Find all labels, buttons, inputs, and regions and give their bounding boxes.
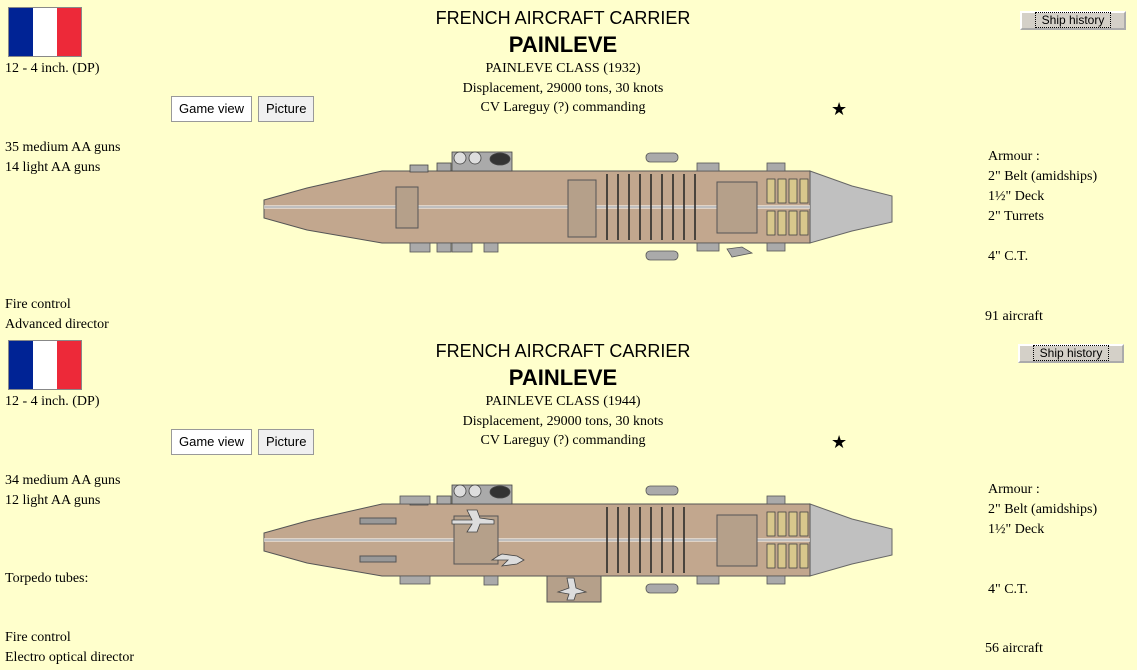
game-view-button[interactable]: Game view <box>171 96 253 122</box>
fire-control-value: Advanced director <box>5 317 109 332</box>
armour-title: Armour : <box>988 149 1040 164</box>
armour-deck: 1½" Deck <box>988 522 1045 537</box>
main-armament: 12 - 4 inch. (DP) <box>5 61 100 76</box>
aircraft-count: 91 aircraft <box>985 309 1043 324</box>
ship-class: PAINLEVE CLASS (1932) <box>485 61 641 76</box>
aa-medium: 34 medium AA guns <box>5 473 121 488</box>
game-view-button[interactable]: Game view <box>171 429 253 455</box>
forward-guns-icon <box>766 511 809 569</box>
fire-control-label: Fire control <box>5 297 71 312</box>
arrester-wires-icon <box>606 174 696 240</box>
armour-belt: 2" Belt (amidships) <box>988 169 1098 184</box>
ship-name: PAINLEVE <box>508 32 618 57</box>
island-icon <box>409 484 513 506</box>
main-armament: 12 - 4 inch. (DP) <box>5 394 100 409</box>
ship-name: PAINLEVE <box>508 365 618 390</box>
fire-control-label: Fire control <box>5 630 71 645</box>
fire-control-value: Electro optical director <box>5 650 135 665</box>
bow-icon <box>809 170 893 244</box>
aa-medium: 35 medium AA guns <box>5 140 121 155</box>
aa-light: 14 light AA guns <box>5 160 101 175</box>
ship-panel-1944: 12 - 4 inch. (DP) FRENCH AIRCRAFT CARRIE… <box>0 333 1137 668</box>
ship-profile-1932 <box>263 151 893 261</box>
ship-type: FRENCH AIRCRAFT CARRIER <box>435 341 691 361</box>
armour-ct: 4" C.T. <box>988 249 1029 264</box>
star-icon: ★ <box>831 99 848 119</box>
french-flag-icon <box>8 7 82 57</box>
ship-profile-1944 <box>263 484 893 603</box>
armour-turrets: 2" Turrets <box>988 209 1044 224</box>
armour-deck: 1½" Deck <box>988 189 1045 204</box>
ship-history-label: Ship history <box>1034 12 1112 28</box>
aircraft-icon <box>451 509 588 601</box>
aa-sponsons-icon <box>409 152 786 261</box>
armour-title: Armour : <box>988 482 1040 497</box>
armour-belt: 2" Belt (amidships) <box>988 502 1098 517</box>
displacement: Displacement, 29000 tons, 30 knots <box>462 414 664 429</box>
island-icon <box>409 151 513 173</box>
picture-button[interactable]: Picture <box>258 429 315 455</box>
french-flag-icon <box>8 340 82 390</box>
star-icon: ★ <box>831 432 848 452</box>
picture-button[interactable]: Picture <box>258 96 315 122</box>
armour-ct: 4" C.T. <box>988 582 1029 597</box>
ship-panel-1932: 12 - 4 inch. (DP) FRENCH AIRCRAFT CARRIE… <box>5 7 1126 332</box>
ship-history-label: Ship history <box>1032 345 1110 361</box>
forward-guns-icon <box>766 178 809 236</box>
commander: CV Lareguy (?) commanding <box>480 100 646 115</box>
ship-type: FRENCH AIRCRAFT CARRIER <box>435 8 691 28</box>
ship-class: PAINLEVE CLASS (1944) <box>485 394 641 409</box>
commander: CV Lareguy (?) commanding <box>480 433 646 448</box>
aircraft-count: 56 aircraft <box>985 641 1043 656</box>
ship-history-button[interactable]: Ship history <box>1020 11 1126 30</box>
aa-light: 12 light AA guns <box>5 493 101 508</box>
bow-icon <box>809 503 893 577</box>
arrester-wires-icon <box>606 507 685 573</box>
torpedo-tubes: Torpedo tubes: <box>5 571 89 586</box>
displacement: Displacement, 29000 tons, 30 knots <box>462 81 664 96</box>
aa-sponsons-icon <box>399 485 786 594</box>
ship-history-button[interactable]: Ship history <box>1018 344 1124 363</box>
